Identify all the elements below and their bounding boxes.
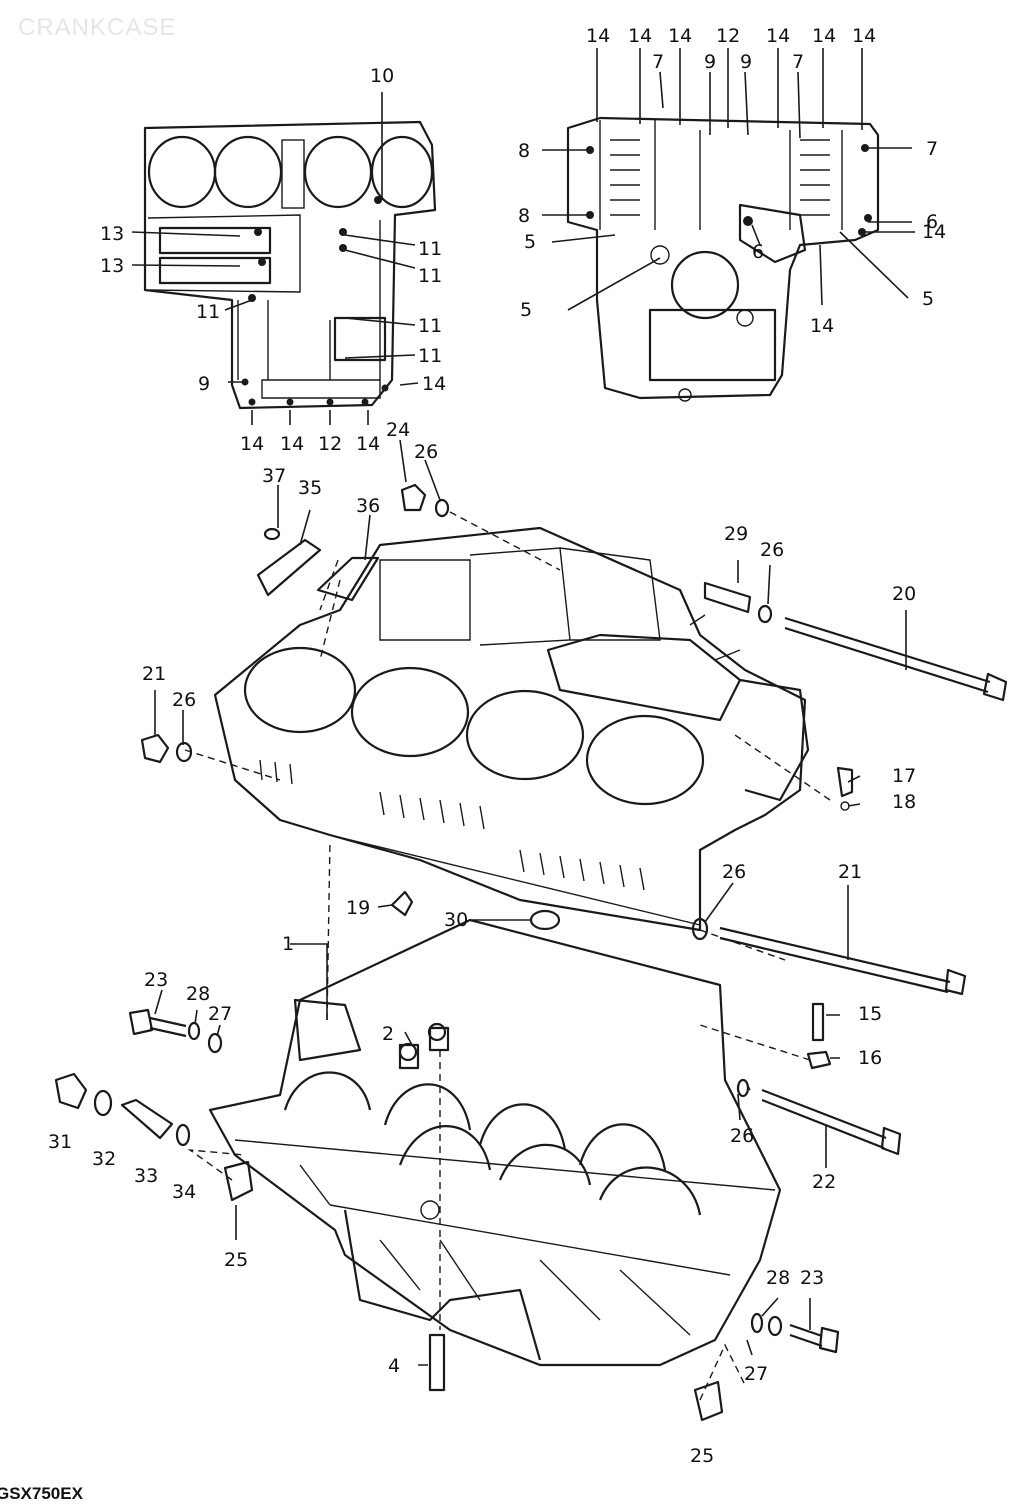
callout-label: 14 [356,433,380,455]
callout-label: 14 [922,221,946,243]
callout-label: 36 [356,495,380,517]
callout-label: 14 [668,25,692,47]
callout-label: 23 [144,969,168,991]
callout-label: 11 [418,238,442,260]
callout-label: 31 [48,1131,72,1153]
callout-label: 6 [752,241,764,263]
callout-label: 13 [100,255,124,277]
callout-label: 14 [422,373,446,395]
callout-label: 2 [382,1023,394,1045]
callout-label: 21 [838,861,862,883]
callout-label: 25 [690,1445,714,1467]
callout-label: 8 [518,205,530,227]
callout-label: 24 [386,419,410,441]
callout-label: 35 [298,477,322,499]
loose-parts [54,439,1008,1422]
callout-label: 12 [318,433,342,455]
callout-label: 12 [716,25,740,47]
callout-label: 5 [524,231,536,253]
callout-label: 27 [208,1003,232,1025]
callout-label: 14 [586,25,610,47]
callout-label: 4 [388,1355,400,1377]
callout-label: 29 [724,523,748,545]
callout-label: 17 [892,765,916,787]
callout-label: 26 [414,441,438,463]
callout-label: 5 [520,299,532,321]
callout-label: 34 [172,1181,196,1203]
callout-label: 11 [418,315,442,337]
callout-label: 22 [812,1171,836,1193]
callout-label: 26 [172,689,196,711]
callout-label: 8 [518,140,530,162]
lower-crankcase-half [208,918,782,1367]
callout-label: 26 [760,539,784,561]
upper-case-bottom-view [542,48,915,402]
callout-label: 20 [892,583,916,605]
callout-label: 14 [280,433,304,455]
callout-label: 14 [852,25,876,47]
callout-label: 1 [282,933,294,955]
callout-label: 28 [766,1267,790,1289]
callout-label: 19 [346,897,370,919]
callout-label: 15 [858,1003,882,1025]
callout-label: 37 [262,465,286,487]
callout-label: 5 [922,288,934,310]
callout-label: 18 [892,791,916,813]
callout-label: 14 [766,25,790,47]
callout-label: 7 [926,138,938,160]
callout-label: 14 [812,25,836,47]
callout-label: 9 [198,373,210,395]
callout-label: 26 [722,861,746,883]
callout-label: 7 [792,51,804,73]
callout-label: 11 [418,345,442,367]
upper-case-top-view [131,92,437,425]
model-code: GSX750EX [0,1484,83,1503]
callout-label: 14 [810,315,834,337]
callout-label: 28 [186,983,210,1005]
watermark-title: CRANKCASE [18,14,177,41]
callout-label: 7 [652,51,664,73]
callout-label: 27 [744,1363,768,1385]
callout-label: 11 [196,301,220,323]
callout-label: 26 [730,1125,754,1147]
callout-label: 13 [100,223,124,245]
callout-labels: 10 13 13 11 11 11 11 11 9 14 14 14 12 14… [48,25,946,1467]
callout-label: 21 [142,663,166,685]
callout-label: 33 [134,1165,158,1187]
callout-label: 32 [92,1148,116,1170]
callout-label: 30 [444,909,468,931]
callout-label: 16 [858,1047,882,1069]
callout-label: 6 [926,211,938,233]
callout-label: 14 [240,433,264,455]
callout-label: 25 [224,1249,248,1271]
upper-crankcase-half [213,526,810,932]
callout-label: 9 [704,51,716,73]
callout-label: 9 [740,51,752,73]
callout-label: 23 [800,1267,824,1289]
callout-label: 11 [418,265,442,287]
callout-label: 14 [628,25,652,47]
callout-label: 10 [370,65,394,87]
